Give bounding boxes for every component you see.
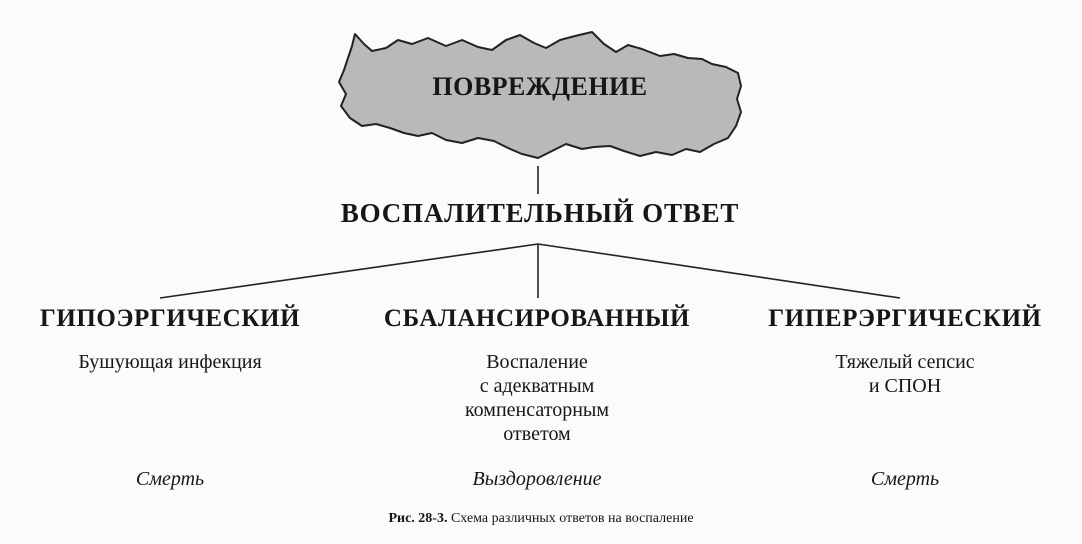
- branch-hypoergic-title: ГИПОЭРГИЧЕСКИЙ: [39, 305, 301, 332]
- branch-hyperergic-title: ГИПЕРЭРГИЧЕСКИЙ: [768, 305, 1042, 332]
- branch-hyperergic-description: Тяжелый сепсис и СПОН: [835, 351, 975, 397]
- inflammatory-response-label: ВОСПАЛИТЕЛЬНЫЙ ОТВЕТ: [340, 198, 740, 228]
- branch-hyperergic-outcome: Смерть: [870, 468, 940, 490]
- connector-right: [537, 243, 901, 299]
- connector-left: [159, 243, 539, 299]
- branch-balanced-outcome: Выздоровление: [472, 468, 602, 490]
- figure-caption: Рис. 28-3. Схема различных ответов на во…: [241, 511, 841, 527]
- figure-number: Рис. 28-3.: [388, 511, 448, 526]
- branch-balanced-title: СБАЛАНСИРОВАННЫЙ: [383, 305, 691, 332]
- injury-label: ПОВРЕЖДЕНИЕ: [432, 72, 648, 101]
- figure-caption-text: Схема различных ответов на воспаление: [450, 511, 694, 526]
- branch-hypoergic-description: Бушующая инфекция: [78, 351, 262, 373]
- injury-shape: [338, 31, 742, 159]
- branch-hypoergic-outcome: Смерть: [135, 468, 205, 490]
- branch-balanced-description: Воспаление с адекватным компенсаторным о…: [464, 351, 609, 445]
